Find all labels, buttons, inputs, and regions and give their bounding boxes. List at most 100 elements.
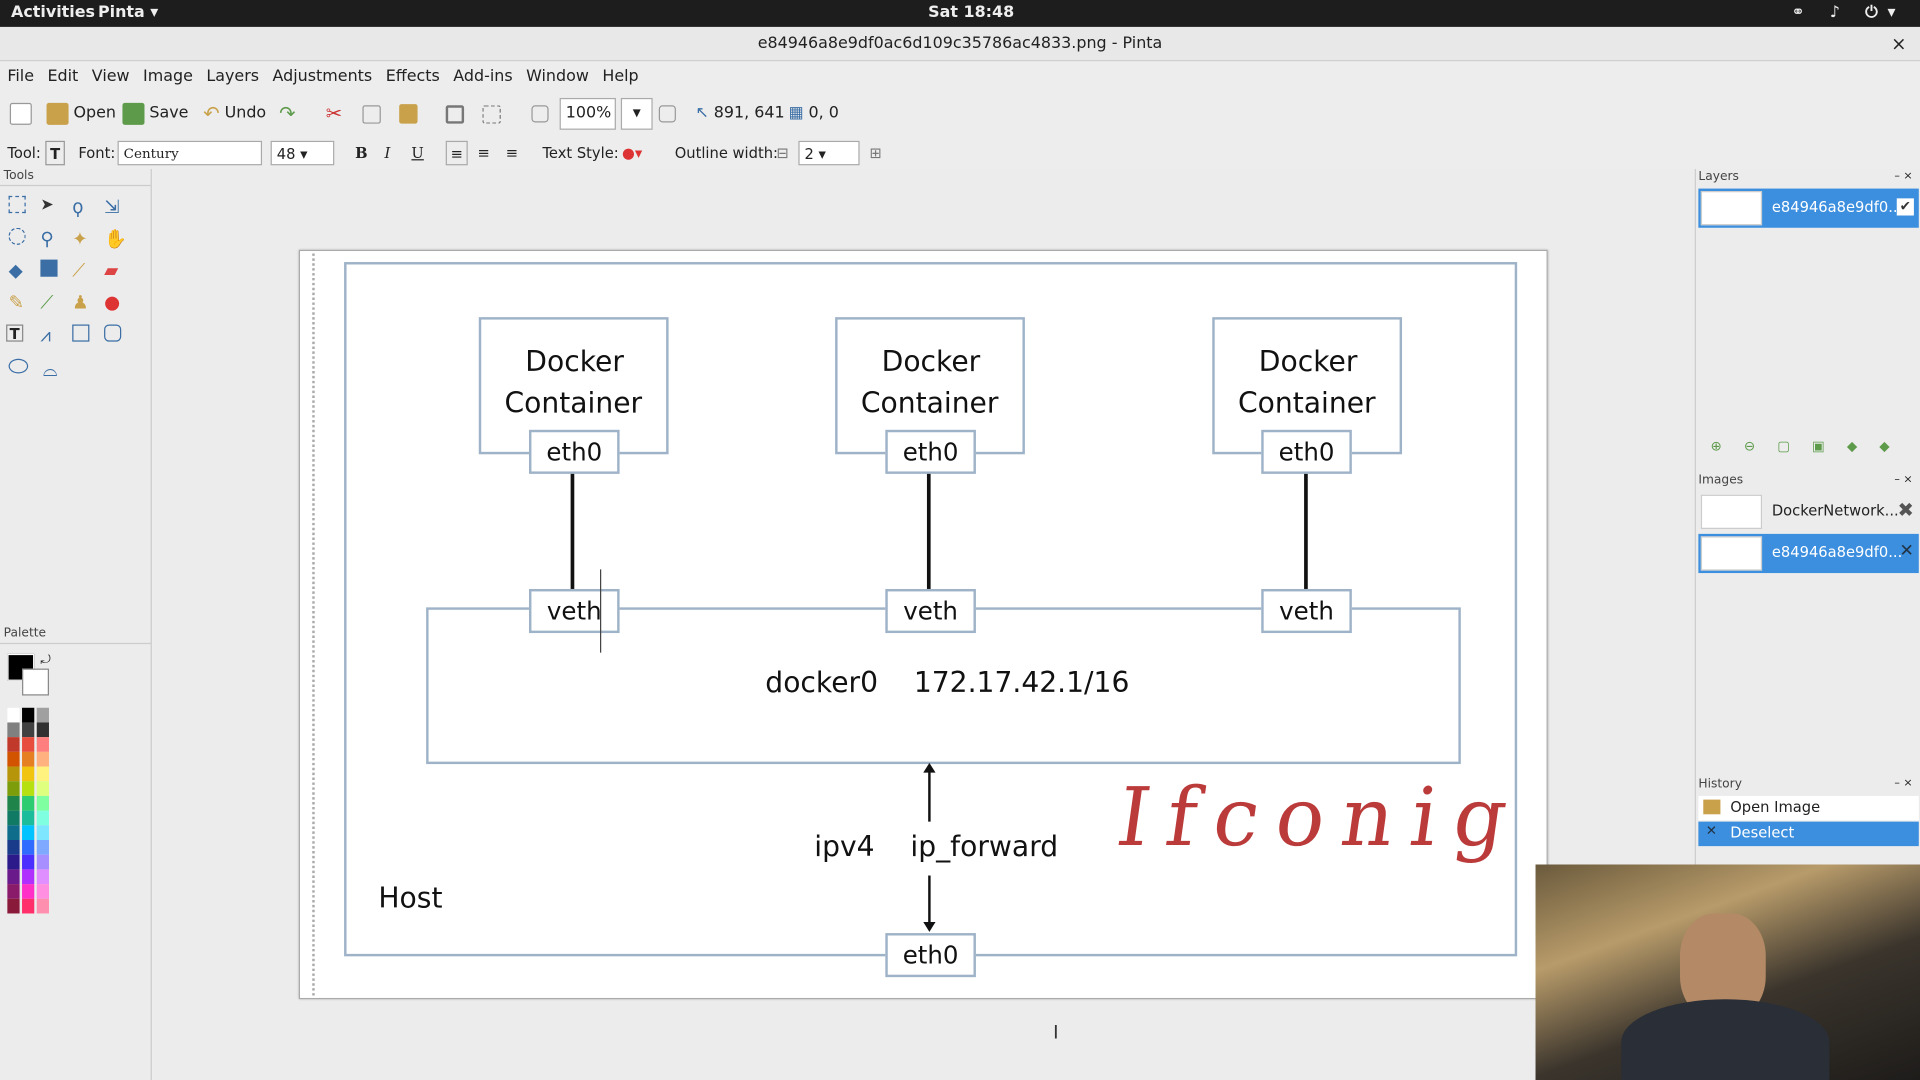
menu-edit[interactable]: Edit [47, 67, 79, 86]
align-left-icon[interactable]: ≡ [445, 140, 468, 166]
font-select[interactable]: Century Schoolbool ▾ [117, 140, 263, 166]
menu-view[interactable]: View [91, 67, 130, 86]
palette-swatch[interactable] [36, 854, 49, 870]
layer-visibility-checkbox[interactable]: ✔ [1896, 198, 1914, 216]
deselect-button[interactable] [482, 99, 501, 128]
close-image-icon[interactable]: ✖ [1897, 498, 1914, 522]
palette-swatch[interactable] [7, 751, 20, 767]
palette-swatch[interactable] [36, 707, 49, 723]
palette-swatch[interactable] [7, 781, 20, 796]
palette-swatch[interactable] [22, 795, 35, 811]
freeform-shape-tool-icon[interactable]: ⌓ [42, 358, 58, 381]
history-item[interactable]: Open Image [1698, 795, 1919, 821]
swap-colors-icon[interactable]: ⤾ [40, 653, 51, 668]
underline-button[interactable]: U [411, 144, 424, 162]
palette-swatch[interactable] [22, 884, 35, 899]
pan-tool-icon[interactable]: ✋ [104, 227, 127, 250]
italic-button[interactable]: I [384, 144, 391, 162]
tray-icons[interactable]: ⚭ ♪ ⏻▾ [1791, 3, 1906, 23]
palette-swatch[interactable] [7, 840, 20, 855]
ellipse-tool-icon[interactable] [8, 358, 29, 374]
recolor-tool-icon[interactable]: ● [104, 291, 121, 314]
zoom-combo[interactable]: 100%▾ [559, 97, 653, 130]
font-size-select[interactable]: 48 ▾ [270, 140, 335, 166]
palette-swatch[interactable] [7, 795, 20, 811]
text-tool-icon[interactable]: T [45, 140, 65, 166]
palette-swatch[interactable] [22, 810, 35, 826]
palette-swatch[interactable] [7, 722, 20, 738]
lasso-tool-icon[interactable]: ϙ [72, 195, 84, 218]
palette-swatch[interactable] [36, 795, 49, 811]
palette-swatch[interactable] [36, 722, 49, 738]
outline-increase-icon[interactable]: ⊞ [869, 144, 882, 162]
zoom-out-button[interactable] [531, 99, 549, 128]
menu-file[interactable]: File [7, 67, 34, 86]
move-tool-icon[interactable]: ➤ [40, 195, 54, 215]
activities-button[interactable]: Activities [11, 3, 96, 23]
palette-swatch[interactable] [7, 707, 20, 723]
palette-swatch[interactable] [22, 751, 35, 767]
paste-button[interactable] [399, 99, 418, 128]
palette-swatch[interactable] [36, 840, 49, 855]
layer-row[interactable]: e84946a8e9df0... ✔ [1698, 188, 1919, 228]
menu-help[interactable]: Help [602, 67, 639, 86]
palette-swatch[interactable] [36, 751, 49, 767]
zoom-dropdown-icon[interactable]: ▾ [620, 97, 653, 130]
layers-panel-controls[interactable]: – × [1894, 170, 1913, 183]
palette-swatch[interactable] [22, 722, 35, 738]
pencil-tool-icon[interactable]: ✎ [8, 291, 24, 314]
close-image-icon[interactable]: ✕ [1899, 541, 1914, 561]
palette-swatch[interactable] [36, 825, 49, 841]
palette-swatch[interactable] [7, 825, 20, 841]
palette-swatch[interactable] [36, 766, 49, 782]
palette-swatch[interactable] [36, 898, 49, 914]
palette-swatch[interactable] [36, 737, 49, 752]
paint-bucket-tool-icon[interactable]: ◆ [8, 259, 23, 282]
image-tab-row[interactable]: e84946a8e9df0... ✕ [1698, 533, 1919, 574]
color-picker-tool-icon[interactable]: ⟋ [40, 291, 54, 314]
text-style-icon[interactable]: ●▾ [622, 144, 643, 162]
palette-swatch[interactable] [22, 737, 35, 752]
outline-width-input[interactable]: 2 ▾ [798, 140, 860, 166]
menu-adjustments[interactable]: Adjustments [272, 67, 373, 86]
rectangle-select-tool-icon[interactable] [8, 195, 26, 214]
zoom-tool-icon[interactable]: ⚲ [40, 227, 54, 250]
magic-wand-tool-icon[interactable]: ✦ [72, 227, 88, 250]
align-center-icon[interactable]: ≡ [477, 144, 490, 162]
paintbrush-tool-icon[interactable]: ⟋ [72, 259, 86, 282]
menu-image[interactable]: Image [143, 67, 193, 86]
gradient-tool-icon[interactable] [40, 259, 58, 277]
palette-swatch[interactable] [22, 869, 35, 885]
new-button[interactable] [9, 99, 32, 128]
palette-swatch[interactable] [22, 840, 35, 855]
copy-button[interactable] [362, 99, 381, 128]
undo-button[interactable]: ↶Undo [203, 99, 266, 128]
ellipse-select-tool-icon[interactable] [8, 227, 26, 245]
palette-swatch[interactable] [36, 869, 49, 885]
close-icon[interactable]: × [1891, 33, 1907, 56]
move-selection-tool-icon[interactable]: ⇲ [104, 195, 120, 218]
menu-window[interactable]: Window [526, 67, 589, 86]
clone-stamp-tool-icon[interactable]: ♟ [72, 291, 89, 314]
rounded-rectangle-tool-icon[interactable] [104, 324, 122, 342]
outline-decrease-icon[interactable]: ⊟ [776, 144, 789, 162]
palette-swatch[interactable] [22, 854, 35, 870]
palette-swatch[interactable] [22, 898, 35, 914]
history-panel-controls[interactable]: – × [1894, 777, 1913, 790]
palette-swatch[interactable] [7, 854, 20, 870]
align-right-icon[interactable]: ≡ [505, 144, 519, 162]
redo-button[interactable]: ↷ [279, 99, 295, 128]
menu-layers[interactable]: Layers [206, 67, 260, 86]
palette-swatch[interactable] [22, 825, 35, 841]
bold-button[interactable]: B [355, 144, 368, 162]
zoom-input[interactable]: 100% [559, 97, 616, 130]
palette-swatch[interactable] [36, 884, 49, 899]
menu-effects[interactable]: Effects [385, 67, 440, 86]
rectangle-tool-icon[interactable] [72, 324, 90, 342]
palette-swatch[interactable] [22, 781, 35, 796]
open-button[interactable]: Open [46, 99, 116, 128]
palette-swatch[interactable] [7, 737, 20, 752]
palette-swatch[interactable] [7, 810, 20, 826]
clock[interactable]: Sat 18:48 [928, 3, 1015, 23]
palette-swatch[interactable] [7, 898, 20, 914]
